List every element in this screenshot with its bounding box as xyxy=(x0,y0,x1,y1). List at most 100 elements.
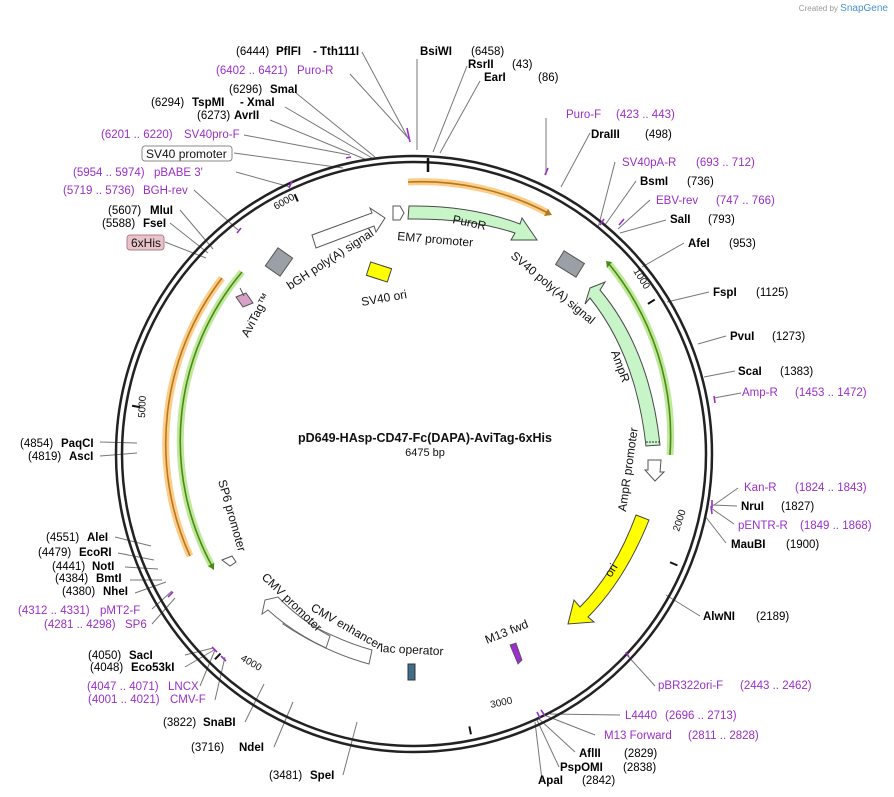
enzyme-label: ScaI xyxy=(738,366,762,378)
feature-bands xyxy=(162,178,675,570)
feature-ampr-promoter xyxy=(643,459,666,482)
enzyme-label: (6458) xyxy=(471,46,504,58)
primer-label: (747 .. 766) xyxy=(716,195,775,207)
primer-label: Kan-R xyxy=(744,482,777,494)
enzyme-label: (6273) xyxy=(197,110,230,122)
primer-label: EBV-rev xyxy=(656,195,698,207)
tick-mark xyxy=(131,404,141,409)
enzyme-label: DraIII xyxy=(591,129,620,141)
enzyme-label: (1273) xyxy=(772,331,805,343)
primer-label: (6201 .. 6220) xyxy=(101,129,173,141)
enzyme-label: AlwNI xyxy=(703,611,735,623)
enzyme-label: (498) xyxy=(645,129,672,141)
backbone xyxy=(114,154,714,754)
tick-mark xyxy=(647,298,656,305)
enzyme-label: FseI xyxy=(143,218,166,230)
primer-label: SV40pro-F xyxy=(184,129,240,141)
enzyme-label: (2838) xyxy=(623,762,656,774)
feature-avitag xyxy=(235,292,254,308)
enzyme-label: (4048) xyxy=(90,662,123,674)
enzyme-label: (3822) xyxy=(163,717,196,729)
primer-label: Puro-F xyxy=(566,109,601,121)
enzyme-label: (1125) xyxy=(756,287,789,299)
enzyme-label: SacI xyxy=(129,650,153,662)
feature-sp6 xyxy=(220,555,237,567)
enzyme-label: PspOMI xyxy=(560,762,603,774)
enzyme-label: MluI xyxy=(150,205,173,217)
primer-label: (2811 .. 2828) xyxy=(688,730,759,742)
tick-label: 6000 xyxy=(272,192,297,213)
enzyme-label: SpeI xyxy=(310,770,334,782)
tick-mark xyxy=(669,561,678,567)
enzyme-label: (4441) xyxy=(52,561,85,573)
enzyme-label: MauBI xyxy=(731,539,766,551)
label-m13fwd: M13 fwd xyxy=(483,617,530,647)
primer-label: (5954 .. 5974) xyxy=(73,167,145,179)
plasmid-name: pD649-HAsp-CD47-Fc(DAPA)-AviTag-6xHis xyxy=(298,431,552,445)
primer-label: (2696 .. 2713) xyxy=(665,710,737,722)
primer-label: (1453 .. 1472) xyxy=(795,387,867,399)
label-em7: EM7 promoter xyxy=(397,229,474,250)
label-sv40-ori: SV40 ori xyxy=(360,287,408,309)
6xhis-box xyxy=(126,234,165,251)
sv40-promoter-label: SV40 promoter xyxy=(146,147,227,161)
features xyxy=(220,205,666,681)
feature-bgh-block xyxy=(264,247,294,277)
label-ori: ori xyxy=(602,561,621,580)
enzyme-label: (86) xyxy=(538,72,559,84)
enzyme-label: AfeI xyxy=(688,238,710,250)
plasmid-length: 6475 bp xyxy=(405,447,445,459)
primer-marks xyxy=(167,127,716,719)
enzyme-label: AflII xyxy=(579,748,601,760)
enzyme-label: (4380) xyxy=(62,586,95,598)
enzyme-label: (6444) xyxy=(236,46,269,58)
enzyme-label: AscI xyxy=(69,451,93,463)
enzyme-label: FspI xyxy=(713,287,737,299)
tick-mark xyxy=(214,652,222,661)
enzyme-label: (4050) xyxy=(88,650,121,662)
enzyme-label: PflFI xyxy=(276,46,301,58)
enzyme-label: (4551) xyxy=(46,532,79,544)
enzyme-label: BsiWI xyxy=(420,46,452,58)
primer-label: (4312 .. 4331) xyxy=(18,605,90,617)
primer-label: L4440 xyxy=(625,710,657,722)
primer-label: (1824 .. 1843) xyxy=(795,482,867,494)
enzyme-label: SmaI xyxy=(270,84,298,96)
primer-label: (4047 .. 4071) xyxy=(87,681,159,693)
primer-label: M13 Forward xyxy=(604,730,672,742)
enzyme-label: (3716) xyxy=(191,742,224,754)
label-sp6: SP6 promoter xyxy=(215,478,249,553)
primer-label: Puro-R xyxy=(297,65,333,77)
label-puror: PuroR xyxy=(451,212,488,233)
feature-ampr xyxy=(584,280,661,447)
label-ampr-promoter: AmpR promoter xyxy=(615,427,641,513)
primer-label: (5719 .. 5736) xyxy=(63,185,135,197)
sv40-promoter-box xyxy=(141,145,233,162)
enzyme-label: NdeI xyxy=(239,742,264,754)
enzyme-label: ApaI xyxy=(538,775,563,787)
enzyme-label: (4479) xyxy=(38,547,71,559)
enzyme-label: AvrII xyxy=(234,110,259,122)
enzyme-label: NotI xyxy=(92,561,114,573)
feature-sv40-ori xyxy=(365,261,393,283)
enzyme-label: SalI xyxy=(670,214,690,226)
primer-label: (2443 .. 2462) xyxy=(740,680,812,692)
enzyme-label: NruI xyxy=(741,501,764,513)
enzyme-label: (6294) xyxy=(151,97,184,109)
enzyme-label: (793) xyxy=(708,214,735,226)
primer-label: LNCX xyxy=(168,681,199,693)
label-sv40-polya: SV40 poly(A) signal xyxy=(508,249,598,327)
tick-mark xyxy=(293,193,299,202)
enzyme-label: (4384) xyxy=(55,573,88,585)
enzyme-label: (1383) xyxy=(780,366,813,378)
tick-label: 5000 xyxy=(137,395,149,418)
snapgene-credit: Created by SnapGene xyxy=(799,3,888,14)
primer-label: (423 .. 443) xyxy=(616,109,675,121)
feature-m13fwd xyxy=(509,642,523,665)
enzyme-label: NheI xyxy=(103,586,128,598)
feature-cmv-promoter xyxy=(261,596,331,649)
primer-label: (6402 .. 6421) xyxy=(216,65,288,77)
feature-lac-operator xyxy=(407,663,416,681)
enzyme-label: RsrII xyxy=(468,59,494,71)
